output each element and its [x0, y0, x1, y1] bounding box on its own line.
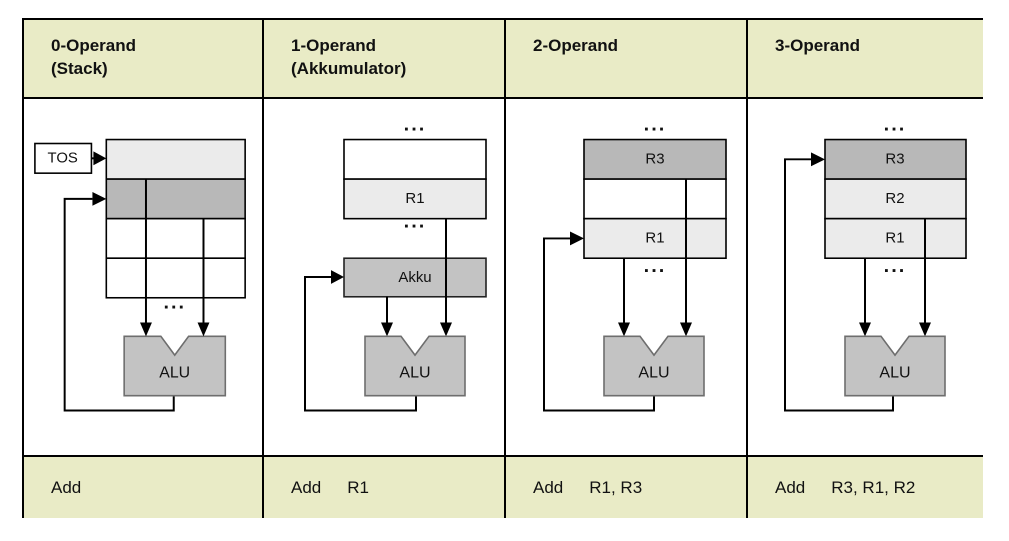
feedback-path — [63, 191, 175, 412]
header-0-operand: 0-Operand (Stack) — [24, 20, 264, 99]
akku-block — [343, 257, 487, 298]
instruction-operands: R3, R1, R2 — [831, 477, 916, 497]
stack-cell-second — [105, 178, 246, 220]
feedback-path — [543, 231, 655, 412]
register-cell-r1 — [583, 217, 727, 260]
alu-block — [364, 335, 466, 397]
register-label-r2: R2 — [885, 191, 904, 207]
instruction-stack: Add — [24, 457, 264, 518]
alu-label: ALU — [638, 364, 669, 381]
diagram-cell-three-operand: ... R3 R2 R1 ... — [748, 99, 983, 457]
instruction-mnemonic: Add — [291, 477, 322, 497]
register-cell-blank — [343, 138, 487, 180]
header-line1: 0-Operand — [51, 36, 137, 55]
alu-label: ALU — [879, 364, 910, 381]
operand-line-left — [859, 258, 871, 337]
operand-line-left — [618, 258, 630, 337]
diagram-cell-stack: TOS ... ALU — [24, 99, 264, 457]
register-cell-r1 — [343, 178, 487, 220]
operand-line-right — [919, 218, 931, 337]
register-label-r3: R3 — [645, 151, 664, 167]
header-3-operand: 3-Operand — [748, 20, 983, 99]
stack-diagram: TOS ... ALU — [34, 138, 246, 412]
header-2-operand: 2-Operand — [506, 20, 748, 99]
feedback-path — [304, 270, 417, 412]
ellipsis: ... — [163, 292, 185, 314]
instruction-mnemonic: Add — [775, 477, 806, 497]
ellipsis: ... — [644, 255, 667, 277]
instruction-mnemonic: Add — [533, 477, 564, 497]
alu-label: ALU — [159, 364, 190, 381]
accumulator-diagram: ... R1 ... Akku — [304, 114, 487, 412]
instruction-mnemonic: Add — [51, 477, 82, 497]
alu-block — [844, 335, 946, 397]
register-cell-r3 — [824, 138, 967, 180]
alu-block — [603, 335, 705, 397]
instruction-operands: R1, R3 — [589, 477, 643, 497]
header-line1: 3-Operand — [775, 36, 861, 55]
register-label-r3: R3 — [885, 151, 904, 167]
register-cell-r1 — [824, 217, 967, 260]
register-label-r1: R1 — [645, 230, 664, 246]
akku-label: Akku — [398, 270, 431, 286]
tos-label: TOS — [48, 150, 78, 166]
instruction-three-operand: Add R3, R1, R2 — [748, 457, 983, 518]
operand-line-left — [140, 179, 152, 337]
tos-box — [34, 142, 93, 174]
diagram-cell-accumulator: ... R1 ... Akku — [264, 99, 506, 457]
three-operand-diagram: ... R3 R2 R1 ... — [784, 114, 967, 412]
header-line1: 1-Operand — [291, 36, 377, 55]
instruction-two-operand: Add R1, R3 — [506, 457, 748, 518]
two-operand-diagram: ... R3 R1 ... — [543, 114, 727, 412]
alu-label: ALU — [399, 364, 430, 381]
operand-architecture-table: 0-Operand (Stack) 1-Operand (Akkumulator… — [22, 18, 983, 518]
ellipsis: ... — [644, 114, 667, 136]
instruction-operands: R1 — [347, 477, 369, 497]
ellipsis: ... — [404, 211, 427, 233]
ellipsis: ... — [404, 114, 427, 136]
stack-cell-fourth — [105, 257, 246, 299]
stack-cell-third — [105, 217, 246, 260]
operand-line-left — [381, 296, 393, 337]
header-line1: 2-Operand — [533, 36, 619, 55]
alu-block — [123, 335, 227, 397]
feedback-path — [784, 152, 894, 412]
instruction-accumulator: Add R1 — [264, 457, 506, 518]
tos-arrow — [91, 151, 107, 166]
register-label-r1: R1 — [885, 230, 904, 246]
operand-line-right — [440, 218, 452, 337]
diagram-cell-two-operand: ... R3 R1 ... — [506, 99, 748, 457]
register-label-r1: R1 — [405, 191, 424, 207]
operand-line-right — [680, 179, 692, 337]
operand-line-right — [197, 218, 210, 337]
ellipsis: ... — [884, 114, 907, 136]
stack-cell-top — [105, 138, 246, 180]
header-1-operand: 1-Operand (Akkumulator) — [264, 20, 506, 99]
ellipsis: ... — [884, 255, 907, 277]
register-cell-blank — [583, 178, 727, 220]
header-line2: (Stack) — [51, 59, 108, 78]
header-line2: (Akkumulator) — [291, 59, 407, 78]
